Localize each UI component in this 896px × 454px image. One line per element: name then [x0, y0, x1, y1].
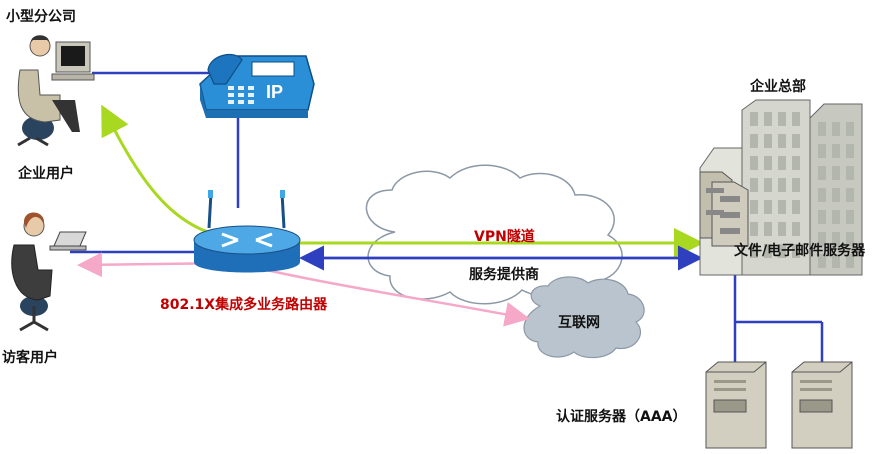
- phone-ip-text: IP: [266, 82, 283, 102]
- enterprise-user-label: 企业用户: [18, 166, 74, 182]
- ip-phone: IP: [199, 53, 315, 118]
- visitor-user-figure: [11, 212, 87, 332]
- visitor-user-label: 访客用户: [2, 350, 58, 366]
- hq-label: 企业总部: [750, 79, 806, 95]
- branch-office-label: 小型分公司: [6, 9, 76, 25]
- internet-cloud: [523, 276, 645, 359]
- aaa-server-right: [791, 361, 853, 449]
- aaa-server-left: [705, 361, 767, 449]
- enterprise-user-figure: [17, 35, 95, 147]
- auth-server-label: 认证服务器（AAA）: [556, 409, 687, 425]
- internet-label: 互联网: [558, 315, 600, 331]
- file-mail-server-label: 文件/电子邮件服务器: [734, 243, 866, 259]
- link-lines: [70, 71, 824, 362]
- vpn-tunnel-label: VPN隧道: [474, 229, 535, 245]
- hq-building: [699, 99, 863, 276]
- router: [193, 190, 301, 273]
- server-rack: [699, 171, 749, 247]
- provider-label: 服务提供商: [469, 267, 539, 283]
- router-label: 802.1X集成多业务路由器: [160, 297, 328, 313]
